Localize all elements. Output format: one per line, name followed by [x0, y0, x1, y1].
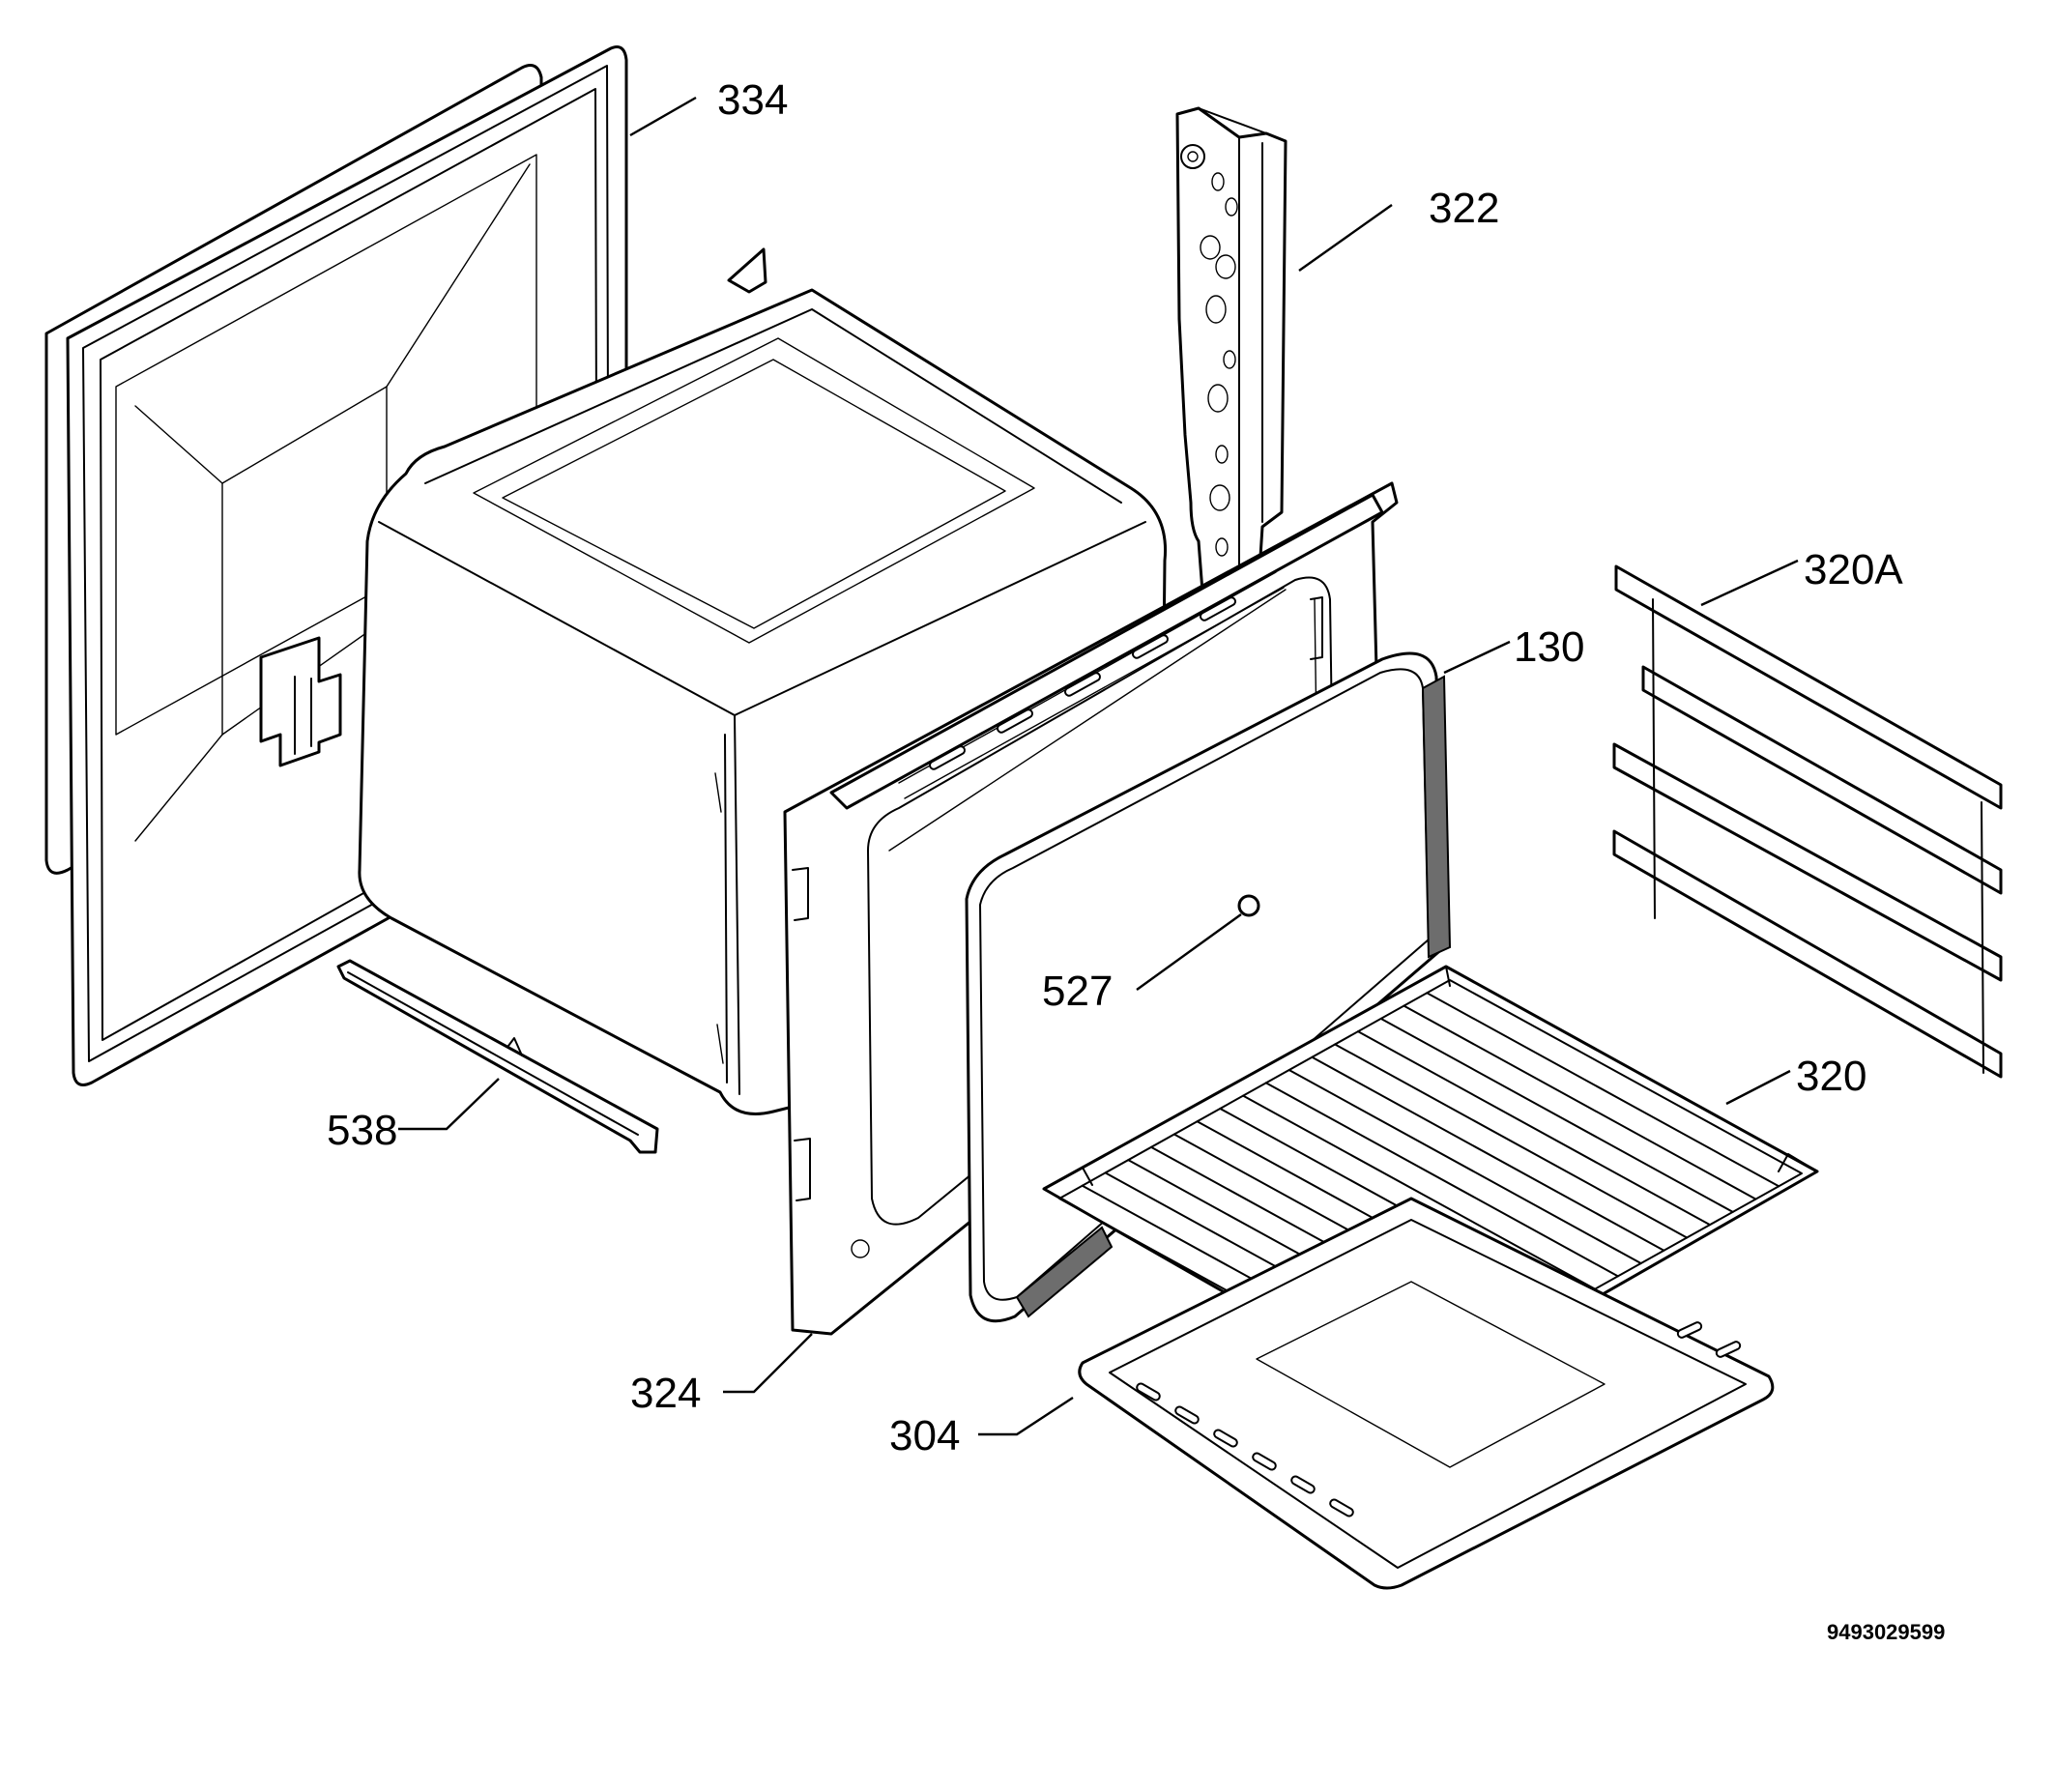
- label-320: 320: [1796, 1053, 1866, 1100]
- shelf-wire: [1379, 1017, 1734, 1213]
- shelf-wire: [1403, 1004, 1757, 1200]
- label-324: 324: [630, 1370, 701, 1417]
- tray-slots: [1136, 1321, 1742, 1517]
- part-labels: 334 322 320A 130 527 320 538 324 304 949…: [327, 76, 1945, 1644]
- label-538: 538: [327, 1107, 397, 1154]
- label-130: 130: [1514, 623, 1584, 671]
- door-seal-130: [965, 640, 1511, 1323]
- trim-strip-538: [336, 959, 659, 1154]
- shelf-wire: [1287, 1069, 1642, 1265]
- label-527: 527: [1042, 968, 1113, 1015]
- baking-tray-304: [978, 1197, 1775, 1590]
- shelf-wire: [1356, 1030, 1711, 1227]
- label-322: 322: [1429, 185, 1499, 232]
- shelf-wire: [1334, 1043, 1689, 1239]
- shelf-wire: [1426, 992, 1780, 1188]
- shelf-wire: [1264, 1082, 1619, 1278]
- shelf-wire: [1242, 1094, 1597, 1290]
- frame-slots: [929, 596, 1236, 770]
- label-304: 304: [889, 1412, 960, 1460]
- shelf-wire: [1311, 1055, 1665, 1252]
- side-runners-320A: [1612, 559, 2003, 1079]
- label-320A: 320A: [1804, 546, 1903, 593]
- screw-527: [1136, 894, 1260, 991]
- label-334: 334: [717, 76, 788, 124]
- drawing-number: 9493029599: [1827, 1620, 1945, 1644]
